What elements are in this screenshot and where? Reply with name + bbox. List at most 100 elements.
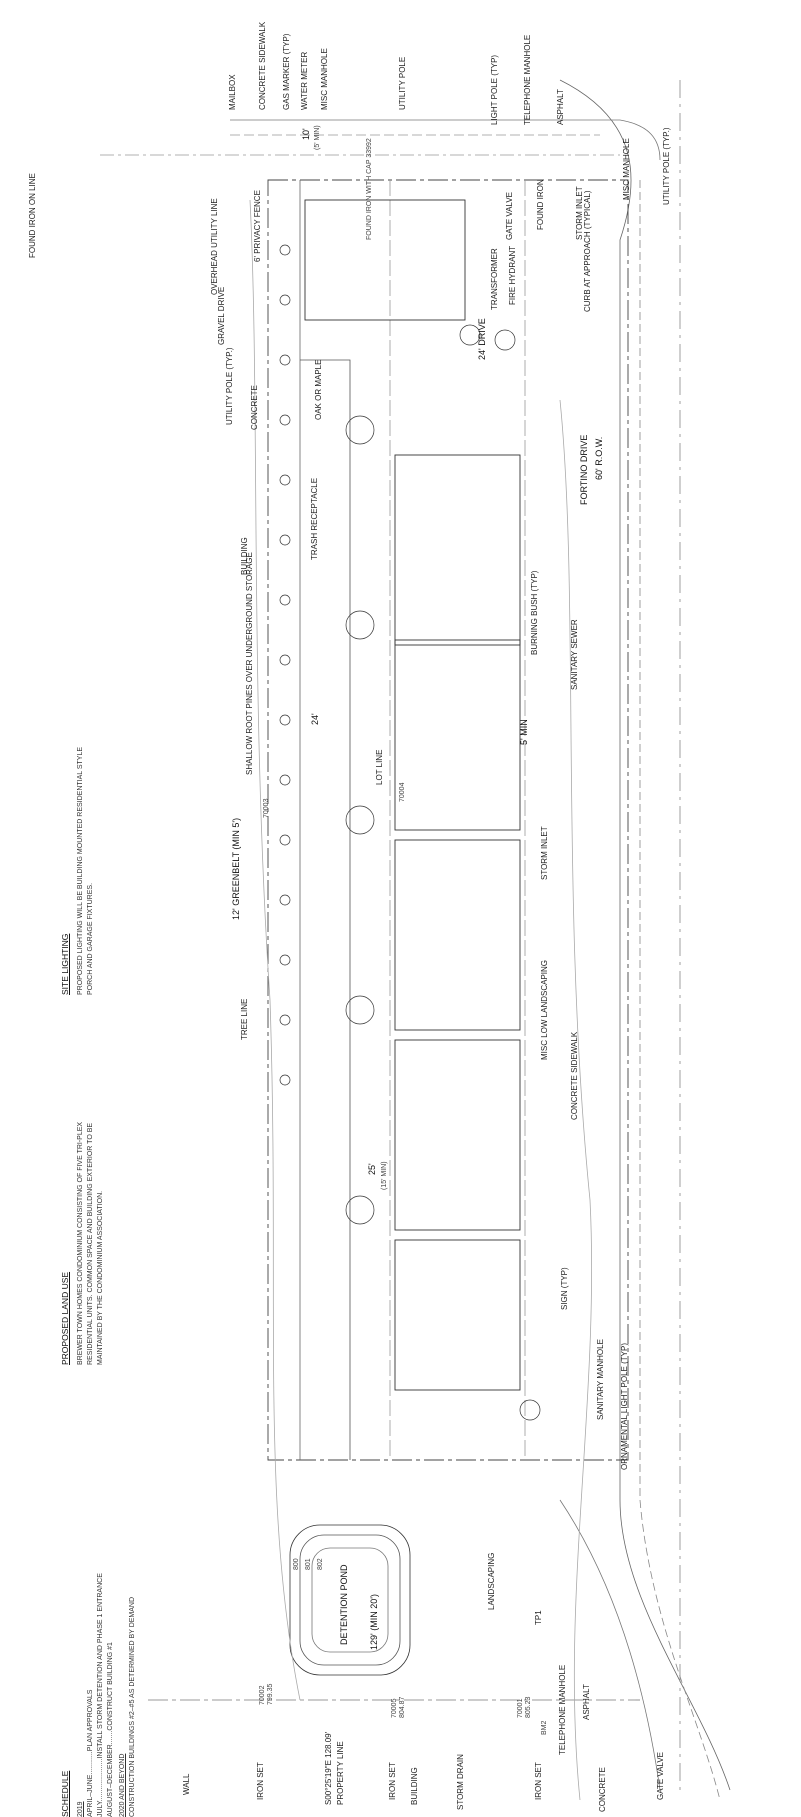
label-gate-valve-bottom: GATE VALVE bbox=[656, 1751, 665, 1800]
label-storm-inlet-mid: STORM INLET bbox=[540, 826, 549, 880]
contour-b bbox=[559, 399, 593, 1801]
label-concrete-sidewalk-mid: CONCRETE SIDEWALK bbox=[570, 1031, 579, 1120]
label-utility-pole-top: UTILITY POLE bbox=[398, 56, 407, 110]
schedule-year-1: 2019 bbox=[77, 1801, 84, 1817]
property-boundary bbox=[267, 179, 629, 1461]
top-road-edge-1 bbox=[230, 119, 661, 161]
label-gate-valve-top: GATE VALVE bbox=[505, 191, 514, 240]
label-contour-802: 802 bbox=[317, 1558, 324, 1570]
label-utility-pole-right: UTILITY POLE (TYP.) bbox=[662, 127, 671, 205]
label-burning-bush: BURNING BUSH (TYP) bbox=[530, 570, 539, 655]
label-misc-manhole-right: MISC MANHOLE bbox=[622, 138, 631, 200]
label-lot-line: LOT LINE bbox=[375, 749, 384, 785]
label-concrete-bottom: CONCRETE bbox=[598, 1767, 607, 1812]
label-asphalt-top: ASPHALT bbox=[556, 89, 565, 125]
label-oak-maple: OAK OR MAPLE bbox=[314, 359, 323, 420]
label-iron-set-2: IRON SET bbox=[388, 1762, 397, 1800]
label-pt-70002-b: 799.35 bbox=[267, 1683, 274, 1705]
trees bbox=[345, 324, 541, 1421]
label-found-iron-cap: FOUND IRON WITH CAP 33992 bbox=[366, 138, 373, 240]
label-misc-manhole-top: MISC MANHOLE bbox=[320, 48, 329, 110]
label-curb-approach: CURB AT APPROACH (TYPICAL) bbox=[583, 190, 592, 312]
label-shallow-root: SHALLOW ROOT PINES OVER UNDERGROUND STOR… bbox=[245, 552, 254, 775]
label-water-meter: WATER METER bbox=[300, 51, 309, 110]
label-pt-70005-b: 804.87 bbox=[399, 1696, 406, 1718]
label-misc-low: MISC LOW LANDSCAPING bbox=[540, 959, 549, 1060]
label-concrete-sidewalk-top: CONCRETE SIDEWALK bbox=[258, 21, 267, 110]
land-use-line-1: BREWER TOWN HOMES CONDOMINIUM CONSISTING… bbox=[77, 1121, 84, 1365]
schedule-title: SCHEDULE bbox=[60, 1770, 70, 1817]
label-wall: WALL bbox=[182, 1773, 191, 1796]
schedule-line-2: JULY......................INSTALL STORM … bbox=[97, 1573, 104, 1817]
label-light-pole: LIGHT POLE (TYP) bbox=[490, 54, 499, 125]
label-bearing: S00°25'19"E 128.09' bbox=[324, 1731, 333, 1805]
label-building-bottom: BUILDING bbox=[410, 1767, 419, 1805]
label-mailbox: MAILBOX bbox=[228, 74, 237, 110]
label-dim-10: 10' bbox=[301, 128, 311, 140]
schedule-line-4: CONSTRUCTION BUILDINGS #2–#5 AS DETERMIN… bbox=[129, 1596, 136, 1817]
label-contour-801: 801 bbox=[305, 1558, 312, 1570]
fortino-drive-curb bbox=[559, 79, 731, 1791]
label-property-line: PROPERTY LINE bbox=[336, 1741, 345, 1805]
label-greenbelt: 12' GREENBELT (MIN 5') bbox=[231, 817, 241, 920]
label-found-iron-right: FOUND IRON bbox=[536, 179, 545, 230]
label-sanitary-manhole: SANITARY MANHOLE bbox=[596, 1339, 605, 1420]
label-dim-25: 25' bbox=[367, 1163, 377, 1175]
label-overhead-utility: OVERHEAD UTILITY LINE bbox=[210, 198, 219, 295]
label-found-iron-top: FOUND IRON ON LINE bbox=[28, 173, 37, 258]
label-dim-5min-b: 5' MIN bbox=[519, 719, 529, 745]
label-tp1: TP1 bbox=[534, 1610, 543, 1625]
label-gas-marker: GAS MARKER (TYP) bbox=[282, 33, 291, 110]
label-landscaping: LANDSCAPING bbox=[487, 1552, 496, 1610]
label-sanitary-sewer: SANITARY SEWER bbox=[570, 619, 579, 690]
label-telephone-manhole-bottom: TELEPHONE MANHOLE bbox=[558, 1664, 567, 1755]
pine-row bbox=[279, 244, 291, 1086]
label-iron-set-1: IRON SET bbox=[256, 1762, 265, 1800]
label-dim-15min: (15' MIN) bbox=[381, 1161, 388, 1190]
label-pt-70003: 70003 bbox=[263, 798, 270, 818]
drive-aisle bbox=[300, 359, 351, 1460]
bottom-road bbox=[559, 1499, 661, 1791]
label-detention-pond: DETENTION POND bbox=[339, 1564, 349, 1645]
label-dim-129: 129' (MIN 20') bbox=[369, 1594, 379, 1650]
label-telephone-manhole-top: TELEPHONE MANHOLE bbox=[523, 34, 532, 125]
label-asphalt-bottom: ASPHALT bbox=[582, 1684, 591, 1720]
label-privacy-fence: 6' PRIVACY FENCE bbox=[253, 190, 262, 262]
schedule-year-2: 2020 AND BEYOND bbox=[119, 1753, 126, 1817]
label-drive-24: 24' DRIVE bbox=[477, 318, 487, 360]
label-gravel-drive: GRAVEL DRIVE bbox=[217, 286, 226, 345]
label-row-60: 60' R.O.W. bbox=[594, 436, 604, 480]
label-contour-800: 800 bbox=[293, 1558, 300, 1570]
contour-a bbox=[249, 199, 301, 1701]
label-dim-24: 24' bbox=[310, 713, 320, 725]
schedule-line-1: APRIL–JUNE............PLAN APPROVALS bbox=[87, 1689, 94, 1817]
label-concrete-left: CONCRETE bbox=[250, 385, 259, 430]
site-lighting-title: SITE LIGHTING bbox=[60, 933, 70, 995]
schedule-line-3: AUGUST–DECEMBER.......CONSTRUCT BUILDING… bbox=[107, 1642, 114, 1817]
detention-pond-inner bbox=[311, 1547, 389, 1653]
land-use-line-2: RESIDENTIAL UNITS. COMMON SPACE AND BUIL… bbox=[87, 1122, 94, 1365]
label-storm-drain: STORM DRAIN bbox=[456, 1754, 465, 1810]
label-ornamental-light: ORNAMENTAL LIGHT POLE (TYP) bbox=[620, 1343, 629, 1470]
row-line bbox=[639, 180, 721, 1801]
label-tree-line: TREE LINE bbox=[240, 998, 249, 1040]
label-sign: SIGN (TYP) bbox=[560, 1267, 569, 1310]
label-utility-pole-left: UTILITY POLE (TYP.) bbox=[225, 347, 234, 425]
land-use-line-3: MAINTAINED BY THE CONDOMINIUM ASSOCIATIO… bbox=[97, 1190, 104, 1365]
label-bm2: BM2 bbox=[541, 1720, 548, 1735]
label-pt-70001-b: 805.23 bbox=[525, 1696, 532, 1718]
buildings bbox=[304, 199, 521, 1391]
site-lighting-line-2: PORCH AND GARAGE FIXTURES. bbox=[87, 882, 94, 995]
detention-pond-outer bbox=[289, 1524, 411, 1676]
label-pt-70004: 70004 bbox=[399, 782, 406, 802]
label-trash: TRASH RECEPTACLE bbox=[310, 477, 319, 560]
label-dim-5min: (5' MIN) bbox=[314, 125, 321, 150]
label-fire-hydrant: FIRE HYDRANT bbox=[508, 245, 517, 305]
detention-pond-mid bbox=[299, 1534, 401, 1666]
label-transformer: TRANSFORMER bbox=[490, 248, 499, 310]
land-use-title: PROPOSED LAND USE bbox=[60, 1271, 70, 1365]
label-fortino-drive: FORTINO DRIVE bbox=[579, 434, 589, 505]
